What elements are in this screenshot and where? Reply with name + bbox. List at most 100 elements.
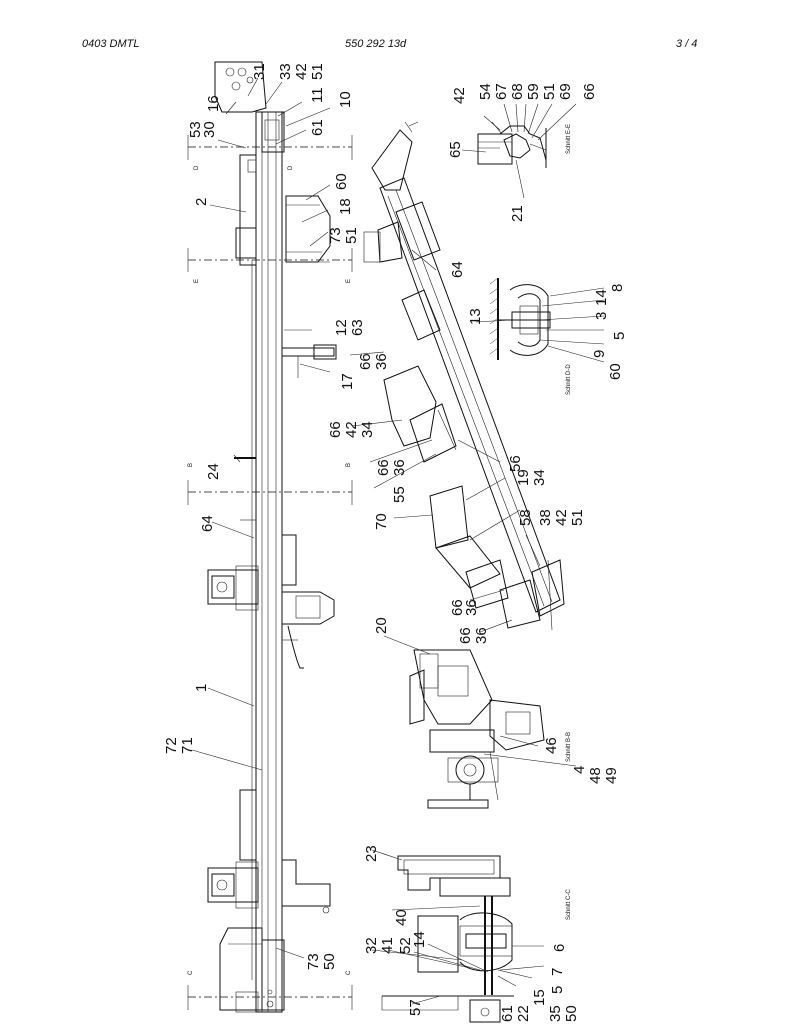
section-mark: B [346,463,352,467]
part-label: 30 [201,121,218,138]
part-label: 3 [593,312,610,320]
part-label: 36 [463,599,480,616]
part-label: 59 [525,83,542,100]
part-label: 10 [337,91,354,108]
part-label: 51 [541,83,558,100]
part-labels-section-ee: 42 54 67 68 59 51 69 66 65 21 [447,83,598,222]
part-label: 66 [457,627,474,644]
part-label: 56 [507,455,524,472]
part-label: 13 [467,308,484,325]
part-label: 68 [509,83,526,100]
section-mark: D [288,165,294,170]
part-label: 32 [363,937,380,954]
part-label: 36 [391,459,408,476]
section-ee-view: Schnitt E-E [477,124,572,168]
part-label: 41 [379,937,396,954]
section-dd-view: Schnitt D-D [489,277,572,395]
part-label: 6 [551,944,568,952]
part-label: 36 [473,627,490,644]
part-label: 12 [333,319,350,336]
part-labels-main: 31 33 42 51 16 11 10 53 30 61 2 60 18 73… [163,63,408,970]
part-label: 63 [349,319,366,336]
view-caption: Schnitt E-E [566,124,572,154]
part-label: 66 [357,353,374,370]
part-label: 50 [321,953,338,970]
part-label: 20 [373,617,390,634]
part-label: 34 [531,469,548,486]
part-label: 58 [517,509,534,526]
part-label: 66 [375,459,392,476]
view-caption: Schnitt D-D [566,364,572,395]
part-label: 64 [199,515,216,532]
part-label: 66 [449,599,466,616]
part-label: 18 [337,198,354,215]
part-label: 11 [309,87,326,103]
station-lower [207,789,331,914]
part-label: 69 [557,83,574,100]
part-label: 40 [393,909,410,926]
section-mark: C [346,970,352,975]
part-label: 51 [343,227,360,244]
part-label: 73 [327,227,344,244]
part-label: 66 [581,83,598,100]
part-labels-section-bb: 20 46 4 48 49 [373,617,620,784]
section-bb-view: Schnitt B-B [409,649,572,809]
part-label: 21 [509,205,526,222]
header-page-number: 3 / 4 [676,38,698,50]
part-label: 22 [515,1005,532,1022]
part-label: 17 [339,373,356,390]
part-label: 19 [515,469,532,486]
part-label: 1 [193,684,210,692]
part-label: 52 [397,937,414,954]
section-mark: E [346,279,352,283]
section-mark: C [188,970,194,975]
part-label: 67 [493,83,510,100]
part-label: 72 [163,737,180,754]
section-cc-view: Schnitt C-C [381,855,572,1023]
part-label: 5 [611,332,628,340]
part-label: 8 [609,284,626,292]
part-label: 70 [373,513,390,530]
section-mark: B [188,463,194,467]
part-label: 31 [251,63,268,80]
part-label: 66 [327,421,344,438]
part-labels-section-dd: 8 14 3 5 13 9 60 [467,284,628,380]
part-label: 51 [309,63,326,80]
part-label: 49 [603,767,620,784]
part-label: 16 [205,95,222,112]
view-caption: Schnitt B-B [566,732,572,762]
header-left: 0403 DMTL [82,38,140,50]
part-label: 60 [607,363,624,380]
part-label: 71 [179,737,196,754]
part-label: 33 [277,63,294,80]
part-label: 2 [193,198,210,206]
part-label: 48 [587,767,604,784]
part-label: 53 [187,121,204,138]
leader-lines [191,77,605,1005]
header-drawing-number: 550 292 13d [345,38,407,50]
part-label: 50 [563,1005,580,1022]
part-labels-isometric: 64 56 55 19 34 70 58 38 42 51 66 36 66 3… [373,261,586,644]
part-label: 60 [333,173,350,190]
section-mark: E [194,279,200,283]
part-label: 5 [549,986,566,994]
part-labels-section-cc: 23 40 32 41 52 14 6 7 5 15 35 50 22 61 5… [363,845,580,1022]
part-label: 42 [293,63,310,80]
part-label: 34 [359,421,376,438]
part-label: 61 [499,1005,516,1022]
part-label: 57 [407,999,424,1016]
section-mark: D [194,165,200,170]
part-label: 7 [549,968,566,976]
part-label: 55 [391,486,408,503]
part-label: 42 [451,87,468,104]
part-label: 73 [305,953,322,970]
station-upper [207,534,335,669]
part-label: 42 [343,421,360,438]
part-label: 54 [477,83,494,100]
part-label: 42 [553,509,570,526]
part-label: 46 [543,737,560,754]
part-label: 14 [411,931,428,948]
part-label: 24 [205,463,222,480]
part-label: 61 [309,119,326,136]
